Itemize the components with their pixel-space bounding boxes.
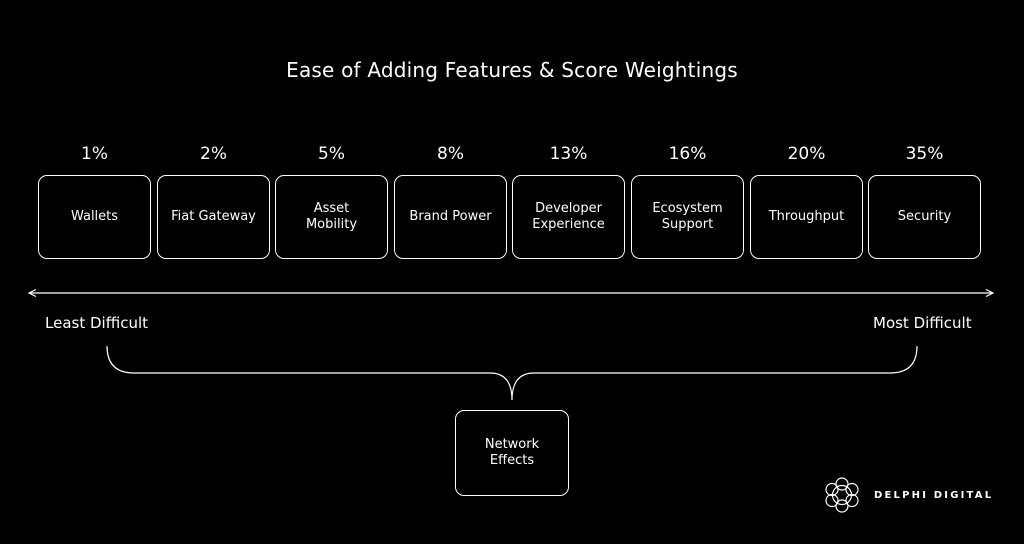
feature-label: Throughput xyxy=(768,209,845,224)
weight-developer-experience: 13% xyxy=(549,144,588,164)
feature-label: Asset Mobility xyxy=(305,201,358,232)
brand-logo: DELPHI DIGITAL xyxy=(820,472,993,518)
weight-wallets: 1% xyxy=(81,144,108,164)
weight-security: 35% xyxy=(905,144,944,164)
weight-throughput: 20% xyxy=(787,144,826,164)
feature-box-wallets: Wallets xyxy=(38,175,151,259)
feature-box-developer-experience: Developer Experience xyxy=(512,175,625,259)
weight-ecosystem-support: 16% xyxy=(668,144,707,164)
feature-box-throughput: Throughput xyxy=(750,175,863,259)
feature-label: Wallets xyxy=(70,209,119,224)
network-effects-label: Network Effects xyxy=(484,437,540,468)
feature-label: Ecosystem Support xyxy=(652,201,723,232)
network-effects-box: Network Effects xyxy=(455,410,569,496)
feature-label: Brand Power xyxy=(409,209,492,224)
feature-box-ecosystem-support: Ecosystem Support xyxy=(631,175,744,259)
feature-label: Security xyxy=(897,209,952,224)
weight-fiat-gateway: 2% xyxy=(200,144,227,164)
least-difficult-label: Least Difficult xyxy=(45,314,149,332)
feature-box-fiat-gateway: Fiat Gateway xyxy=(157,175,270,259)
page-title: Ease of Adding Features & Score Weightin… xyxy=(286,58,738,82)
feature-label: Developer Experience xyxy=(532,201,605,232)
brand-name: DELPHI DIGITAL xyxy=(874,489,994,501)
feature-label: Fiat Gateway xyxy=(171,209,256,224)
feature-box-brand-power: Brand Power xyxy=(394,175,507,259)
delphi-logo-icon xyxy=(825,477,859,513)
curly-brace xyxy=(106,345,918,401)
difficulty-axis-arrow xyxy=(27,288,995,298)
weight-brand-power: 8% xyxy=(437,144,464,164)
most-difficult-label: Most Difficult xyxy=(873,314,972,332)
weight-asset-mobility: 5% xyxy=(318,144,345,164)
feature-box-security: Security xyxy=(868,175,981,259)
feature-box-asset-mobility: Asset Mobility xyxy=(275,175,388,259)
